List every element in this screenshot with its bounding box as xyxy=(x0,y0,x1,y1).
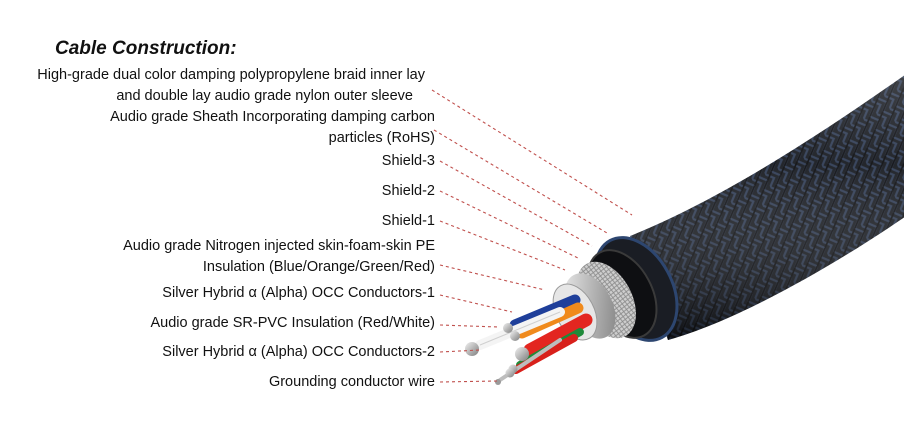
label-ground: Grounding conductor wire xyxy=(269,372,435,393)
label-pe-insulation-line-2: Insulation (Blue/Orange/Green/Red) xyxy=(202,259,435,275)
label-braid: High-grade dual color damping polypropyl… xyxy=(37,65,425,107)
label-shield-1: Shield-1 xyxy=(382,211,435,232)
label-conductors-2: Silver Hybrid α (Alpha) OCC Conductors-2 xyxy=(162,342,435,363)
conductor-tip-red xyxy=(515,347,529,361)
leader-lines xyxy=(431,89,633,383)
label-pe-insulation-line-1: Audio grade Nitrogen injected skin-foam-… xyxy=(123,238,435,254)
label-braid-line-2: and double lay audio grade nylon outer s… xyxy=(116,88,413,104)
label-sr-pvc-text: Audio grade SR-PVC Insulation (Red/White… xyxy=(150,315,436,331)
leader-braid xyxy=(431,89,633,216)
leader-shield-2 xyxy=(439,190,579,259)
outer-braid-shading xyxy=(630,75,904,340)
label-shield-2: Shield-2 xyxy=(382,181,435,202)
label-ground-text: Grounding conductor wire xyxy=(268,374,435,390)
conductor-tip-orange xyxy=(510,331,520,341)
label-shield-1-text: Shield-1 xyxy=(381,213,435,229)
conductor-tip-blue xyxy=(503,323,513,333)
label-pe-insulation: Audio grade Nitrogen injected skin-foam-… xyxy=(123,236,435,278)
label-conductors-1: Silver Hybrid α (Alpha) OCC Conductors-1 xyxy=(162,283,435,304)
conductor-tip-white xyxy=(465,342,479,356)
blue-conductor xyxy=(509,294,581,331)
leader-pe-insulation xyxy=(439,264,546,291)
cable-illustration xyxy=(465,75,904,385)
leader-conductors-1 xyxy=(439,294,513,313)
label-sr-pvc: Audio grade SR-PVC Insulation (Red/White… xyxy=(151,313,436,334)
label-sheath: Audio grade Sheath Incorporating damping… xyxy=(110,107,435,149)
label-braid-line-1: High-grade dual color damping polypropyl… xyxy=(37,67,425,83)
label-shield-3: Shield-3 xyxy=(382,151,435,172)
leader-sr-pvc xyxy=(439,324,499,328)
leader-ground xyxy=(439,380,498,383)
conductor-tip-red-small xyxy=(505,368,515,378)
label-conductors-1-text: Silver Hybrid α (Alpha) OCC Conductors-1 xyxy=(162,285,435,301)
label-sheath-line-2: particles (RoHS) xyxy=(328,130,435,146)
label-shield-3-text: Shield-3 xyxy=(381,153,435,169)
label-conductors-2-text: Silver Hybrid α (Alpha) OCC Conductors-2 xyxy=(162,344,435,360)
leader-shield-3 xyxy=(439,160,593,247)
leader-shield-1 xyxy=(439,220,566,271)
label-sheath-line-1: Audio grade Sheath Incorporating damping… xyxy=(110,109,435,125)
conductor-tip-ground xyxy=(495,379,501,385)
red-pvc-wire xyxy=(523,313,593,357)
diagram-title: Cable Construction: xyxy=(55,38,237,59)
label-shield-2-text: Shield-2 xyxy=(381,183,435,199)
white-pvc-outline xyxy=(479,311,561,346)
leader-conductors-2 xyxy=(439,349,481,353)
